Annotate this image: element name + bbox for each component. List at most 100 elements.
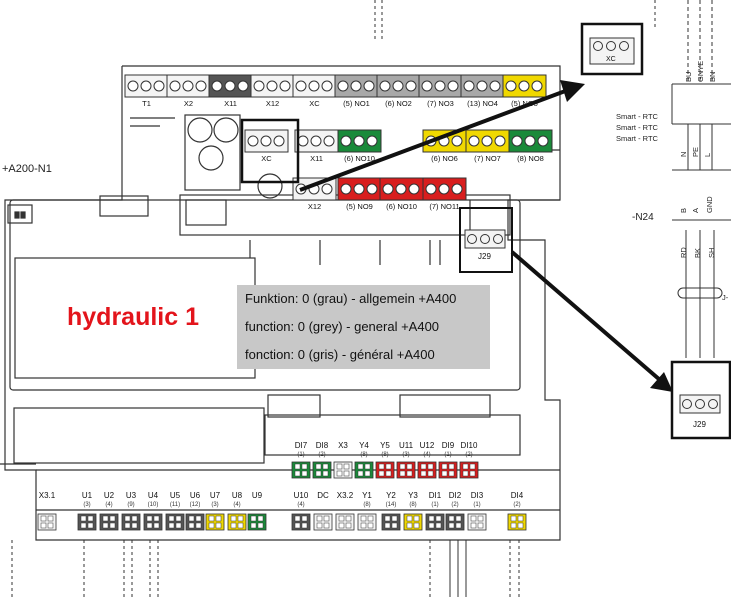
terminal-label: X12 (266, 99, 279, 108)
terminal-label: XC (309, 99, 320, 108)
terminal-label: (6) NO6 (431, 154, 458, 163)
pin-number: (2) (451, 502, 458, 508)
hydraulic-label: hydraulic 1 (67, 303, 199, 331)
pin-label: U12 (420, 441, 435, 450)
pin-label: U7 (210, 491, 221, 500)
pin-connector-3: U3(9) (121, 491, 141, 531)
svg-text:Smart - RTC: Smart - RTC (616, 123, 659, 132)
terminal-label: (6) NO10 (386, 202, 417, 211)
board-label: +A200-N1 (2, 163, 52, 175)
pin-label: DI2 (449, 491, 462, 500)
pin-connector-8: U8(4) (227, 491, 247, 531)
j29-connector: J29 (459, 207, 513, 273)
svg-text:RD: RD (679, 247, 688, 258)
terminal-label: XC (261, 154, 272, 163)
terminal-label: (7) NO11 (429, 202, 459, 211)
pin-connector-10: U10(4) (291, 491, 311, 531)
terminal-block-2: (6) NO10 (337, 129, 382, 163)
terminal-block-5: (8) NO8 (508, 129, 553, 163)
pin-number: (8) (363, 502, 370, 508)
svg-text:Smart - RTC: Smart - RTC (616, 134, 659, 143)
terminal-label: (5) NO9 (346, 202, 373, 211)
pin-label: DI9 (442, 441, 455, 450)
pin-label: DI8 (316, 441, 329, 450)
pin-connector-7: DI9(1) (438, 441, 458, 479)
callout-arrows (299, 80, 673, 392)
terminal-label: (13) NO4 (467, 99, 498, 108)
pin-label: U11 (399, 441, 414, 450)
pin-number: (2) (465, 452, 472, 458)
svg-text:SH: SH (707, 248, 716, 258)
terminal-label: (6) NO2 (385, 99, 412, 108)
svg-text:-N24: -N24 (632, 212, 654, 223)
pin-connector-6: U12(4) (417, 441, 437, 479)
svg-text:J29: J29 (693, 420, 706, 429)
pin-label: DI1 (429, 491, 442, 500)
pin-connector-6: U6 (12) (185, 491, 205, 531)
pin-label: U2 (104, 491, 115, 500)
pin-connector-16: DI1(1) (425, 491, 445, 531)
pin-connector-2: U2(4) (99, 491, 119, 531)
pin-connector-12: X3.2 (335, 491, 355, 531)
pin-number: (2) (513, 502, 520, 508)
svg-text:XC: XC (606, 56, 616, 63)
pin-connector-4: Y5(8) (375, 441, 395, 479)
pin-number: (1) (297, 452, 304, 458)
terminal-block-4: XC (292, 74, 337, 108)
terminal-label: (7) NO7 (474, 154, 501, 163)
terminal-block-2: (6) NO10 (379, 177, 424, 211)
pin-number: (12) (190, 502, 201, 508)
svg-text:B: B (679, 208, 688, 213)
connector-row-middle: XC X11 (6) NO10 (6) NO6 (7) NO7 (8) NO8 (244, 129, 553, 163)
terminal-block-0: T1 (124, 74, 169, 108)
svg-text:PE: PE (691, 147, 700, 157)
terminal-block-1: (5) NO9 (337, 177, 382, 211)
xc-highlight-box (240, 118, 300, 184)
svg-text:J29: J29 (478, 252, 491, 261)
pin-number: (1) (444, 452, 451, 458)
terminal-block-5: (5) NO1 (334, 74, 379, 108)
function-line-fr: fonction: 0 (gris) - général +A400 (245, 347, 435, 362)
right-side-labels: BU GNYE BN Smart - RTC Smart - RTC Smart… (616, 61, 729, 302)
terminal-block-1: X11 (294, 129, 339, 163)
function-line-de: Funktion: 0 (grau) - allgemein +A400 (245, 291, 457, 306)
pin-label: X3.2 (337, 491, 354, 500)
svg-text:GND: GND (705, 196, 714, 213)
terminal-block-0: XC (244, 129, 289, 163)
terminal-block-9: (5) NO5 (502, 74, 547, 108)
terminal-label: T1 (142, 99, 151, 108)
pin-connector-14: Y2(14) (381, 491, 401, 531)
pin-number: (4) (105, 502, 112, 508)
pin-number: (8) (409, 502, 416, 508)
terminal-label: (8) NO8 (517, 154, 544, 163)
terminal-block-0: X12 (292, 177, 337, 211)
terminal-label: X12 (308, 202, 321, 211)
pin-connector-18: DI3(1) (467, 491, 487, 531)
pin-label: U6 (190, 491, 201, 500)
terminal-block-8: (13) NO4 (460, 74, 505, 108)
pin-connector-11: DC (313, 491, 333, 531)
pin-connector-4: U4(10) (143, 491, 163, 531)
terminal-block-2: X11 (208, 74, 253, 108)
terminal-block-4: (7) NO7 (465, 129, 510, 163)
terminal-label: (5) NO5 (511, 99, 538, 108)
pin-label: U4 (148, 491, 159, 500)
pin-connector-19: DI4(2) (507, 491, 527, 531)
pin-connector-8: DI10(2) (459, 441, 479, 479)
pin-label: Y3 (408, 491, 418, 500)
terminal-label: X11 (224, 99, 237, 108)
pin-connector-15: Y3(8) (403, 491, 423, 531)
pin-connector-9: U9 (247, 491, 267, 531)
pin-label: DI3 (471, 491, 484, 500)
right-side-wiring (11, 0, 731, 597)
pin-number: (4) (297, 502, 304, 508)
terminal-block-3: (7) NO11 (422, 177, 467, 211)
pin-number: (4) (423, 452, 430, 458)
terminal-label: X11 (310, 154, 323, 163)
pin-label: DI7 (295, 441, 308, 450)
pin-label: DI4 (511, 491, 524, 500)
pin-connector-7: U7(3) (205, 491, 225, 531)
